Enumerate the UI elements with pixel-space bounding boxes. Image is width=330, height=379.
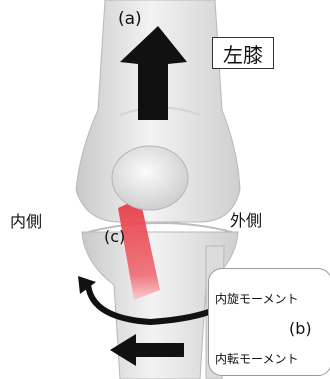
label-b: (b) <box>289 321 312 337</box>
label-c: (c) <box>104 229 125 245</box>
label-internal-rotation: 内旋モーメント <box>215 293 299 305</box>
patella <box>112 146 188 210</box>
moment-callout: 内旋モーメント (b) 内転モーメント <box>208 268 330 376</box>
label-adduction: 内転モーメント <box>215 353 299 365</box>
title-box: 左膝 <box>212 37 274 69</box>
label-medial: 内側 <box>10 214 42 230</box>
label-lateral: 外側 <box>230 213 262 229</box>
label-a: (a) <box>118 11 142 28</box>
title: 左膝 <box>223 39 263 68</box>
